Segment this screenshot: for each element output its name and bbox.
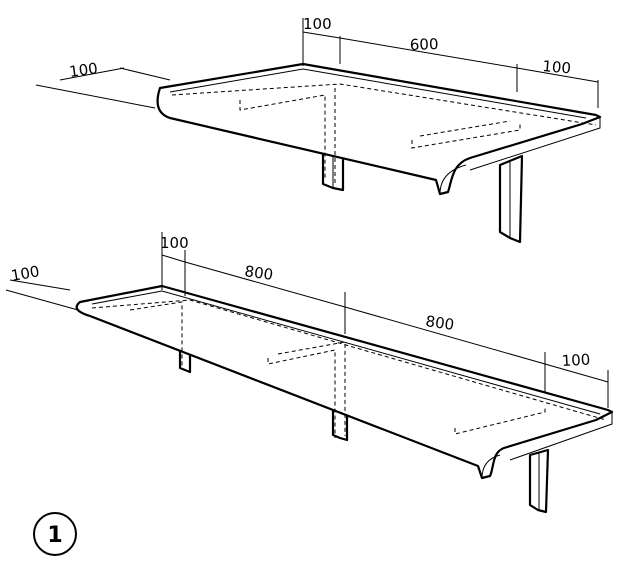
top-shelf-board (156, 62, 602, 196)
figure-number-badge: 1 (33, 512, 77, 556)
top-shelf-left-leg (321, 148, 345, 192)
bottom-shelf-hidden-supports (91, 299, 607, 438)
bottom-shelf-board (75, 284, 614, 480)
bottom-dim-right-label: 100 (561, 351, 591, 370)
top-dim-span-label: 600 (410, 35, 439, 54)
top-shelf-dimension-lines (35, 18, 599, 109)
bottom-shelf-right-leg (528, 448, 550, 514)
top-shelf-right-leg (498, 154, 524, 244)
top-dim-left-label: 100 (68, 59, 99, 81)
bottom-shelf-dimension-lines (5, 232, 609, 408)
bottom-dim-span1-label: 800 (243, 262, 274, 284)
top-dim-offset-label: 100 (303, 15, 332, 33)
figure-number-label: 1 (47, 523, 62, 548)
bottom-dim-left-label: 100 (10, 262, 41, 285)
bottom-dim-offset-label: 100 (160, 234, 189, 252)
top-shelf: 100 600 100 100 (35, 15, 602, 244)
bottom-dim-span2-label: 800 (424, 312, 455, 334)
top-dim-right-label: 100 (542, 57, 572, 77)
bottom-shelf: 100 800 800 100 100 (5, 232, 614, 514)
top-shelf-hidden-supports (171, 83, 597, 185)
